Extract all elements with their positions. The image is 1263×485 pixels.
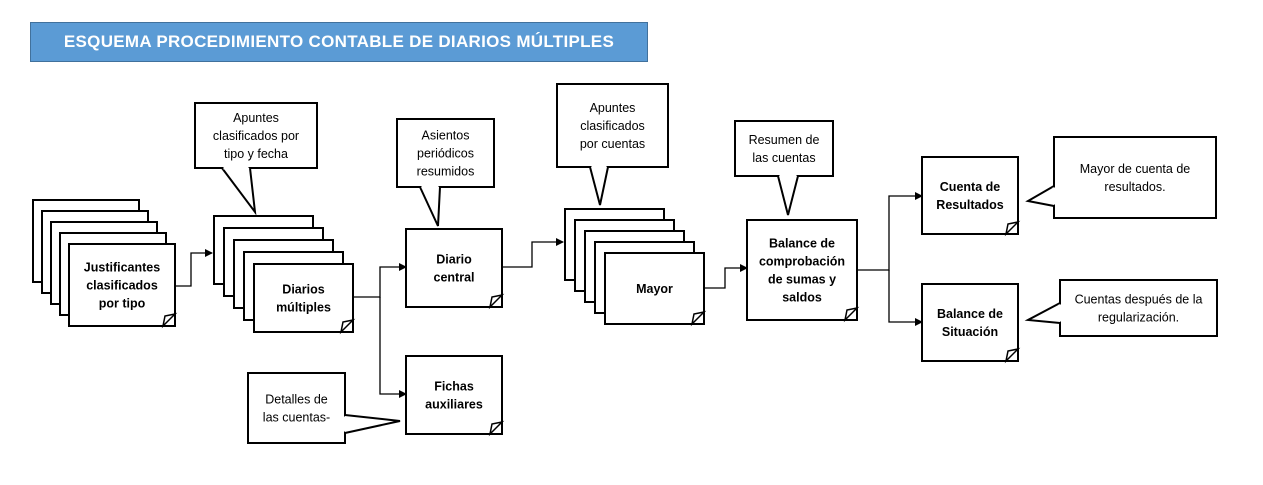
text-line: Resultados [936, 198, 1003, 212]
text-line: las cuentas [752, 151, 815, 165]
text-line: de sumas y [768, 273, 836, 287]
text-line: Situación [942, 325, 998, 339]
connector-justificantes-diarios [175, 249, 213, 287]
text-line: tipo y fecha [224, 147, 288, 161]
text-line: Diario [436, 253, 472, 267]
node-balance-situacion: Balance de Situación [921, 283, 1021, 364]
text-line: central [434, 271, 475, 285]
callout-detalles-cuentas: Detalles de las cuentas- [247, 372, 401, 444]
text-line: las cuentas- [263, 411, 330, 425]
text-line: Asientos [422, 129, 470, 143]
connector-balance-resultados [857, 192, 923, 271]
text-line: múltiples [276, 301, 331, 315]
text-line: Resumen de [749, 133, 820, 147]
text-line: resumidos [417, 165, 475, 179]
text-line: saldos [782, 291, 822, 305]
text-line: Apuntes [233, 111, 279, 125]
text-line: Cuentas después de la [1075, 293, 1203, 307]
node-diarios-multiples: Diarios múltiples [213, 215, 356, 335]
text-line: Justificantes [84, 261, 160, 275]
callout-apuntes-cuentas: Apuntes clasificados por cuentas [556, 83, 669, 206]
text-line: por tipo [99, 297, 146, 311]
text-line: clasificados [86, 279, 158, 293]
diagram-title: ESQUEMA PROCEDIMIENTO CONTABLE DE DIARIO… [30, 22, 648, 62]
text-line: clasificados por [213, 129, 299, 143]
text-line: Detalles de [265, 393, 328, 407]
text-line: comprobación [759, 255, 845, 269]
callout-mayor-cuenta-resultados: Mayor de cuenta de resultados. [1025, 136, 1217, 219]
text-line: Cuenta de [940, 180, 1000, 194]
text-line: Balance de [769, 237, 835, 251]
node-cuenta-resultados: Cuenta de Resultados [921, 156, 1021, 237]
text-line: Apuntes [590, 101, 636, 115]
node-mayor: Mayor [564, 208, 707, 327]
text-line: auxiliares [425, 398, 483, 412]
connector-mayor-balance [704, 264, 748, 289]
connector-central-mayor [502, 238, 564, 268]
callouts: Apuntes clasificados por tipo y fecha Asien… [194, 83, 1218, 444]
node-diario-central: Diario central [405, 228, 505, 310]
text-line: Mayor [636, 282, 673, 296]
connector-balance-situacion [888, 270, 923, 326]
text-line: regularización. [1098, 311, 1179, 325]
node-justificantes: Justificantes clasificados por tipo [32, 199, 178, 329]
text-line: resultados. [1104, 180, 1165, 194]
text-line: por cuentas [580, 137, 645, 151]
text-line: Diarios [282, 283, 324, 297]
callout-asientos-periodicos: Asientos periódicos resumidos [396, 118, 495, 227]
connectors [175, 192, 923, 398]
connector-diarios-fichas [379, 297, 407, 398]
node-balance-comprobacion: Balance de comprobación de sumas y saldos [746, 219, 860, 323]
callout-apuntes-tipo-fecha: Apuntes clasificados por tipo y fecha [194, 102, 318, 216]
connector-diarios-central [353, 263, 407, 298]
text-line: periódicos [417, 147, 474, 161]
text-line: clasificados [580, 119, 645, 133]
callout-cuentas-regularizacion: Cuentas después de la regularización. [1024, 279, 1218, 337]
node-fichas-auxiliares: Fichas auxiliares [405, 355, 505, 437]
text-line: Fichas [434, 380, 474, 394]
text-line: Balance de [937, 307, 1003, 321]
callout-resumen-cuentas: Resumen de las cuentas [734, 120, 834, 216]
text-line: Mayor de cuenta de [1080, 162, 1191, 176]
